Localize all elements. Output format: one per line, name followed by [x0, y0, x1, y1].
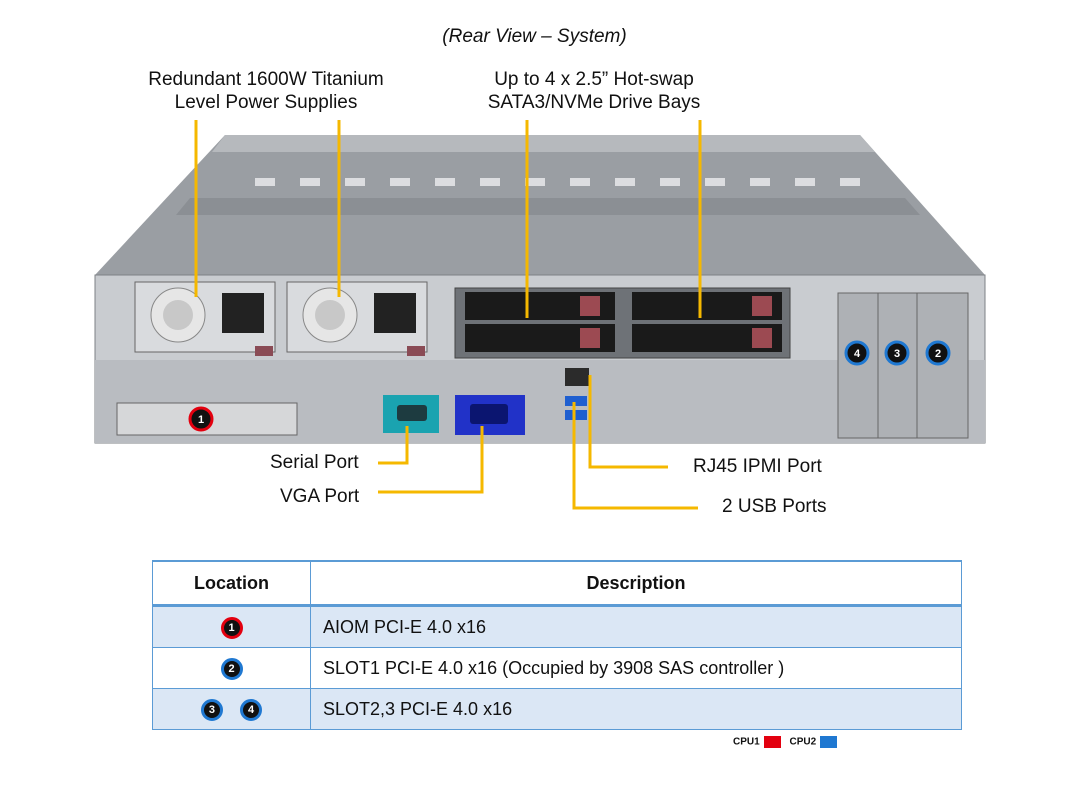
vga-port-label: VGA Port: [280, 486, 360, 507]
badge-slot-4-text: 4: [854, 348, 861, 360]
description-cell: AIOM PCI-E 4.0 x16: [310, 605, 962, 648]
cpu-legend: CPU1 CPU2: [733, 736, 843, 748]
description-cell: SLOT1 PCI-E 4.0 x16 (Occupied by 3908 SA…: [310, 647, 962, 689]
badge-slot-2: [925, 340, 951, 366]
legend-cpu2-label: CPU2: [789, 736, 817, 748]
callout-lines: [194, 120, 702, 510]
page-title: (Rear View – System): [442, 26, 627, 47]
usb-port-1: [565, 396, 587, 406]
rj45-port: [565, 368, 589, 386]
usb-ports-label: 2 USB Ports: [722, 496, 827, 517]
badge-aiom-1-text: 1: [198, 414, 204, 426]
rj45-ipmi-port-label: RJ45 IPMI Port: [693, 456, 822, 477]
table-row: 1 AIOM PCI-E 4.0 x16: [152, 605, 962, 648]
top-vents: [255, 178, 860, 186]
description-cell: SLOT2,3 PCI-E 4.0 x16: [310, 688, 962, 730]
drive-callout-line2: SATA3/NVMe Drive Bays: [487, 92, 701, 113]
badge-3: 3: [200, 699, 223, 721]
legend-cpu2-swatch: [820, 736, 838, 748]
server-rear-illustration: 1 4 3 2: [94, 120, 986, 510]
location-header: Location: [152, 560, 311, 607]
badge-slot-3: [884, 340, 910, 366]
location-cell: 3 4: [152, 688, 311, 730]
description-header: Description: [310, 560, 962, 607]
pcie-slot-area: [837, 292, 969, 439]
slot-location-table: Location Description 1 AIOM PCI-E 4.0 x1…: [152, 560, 962, 730]
serial-port-label: Serial Port: [270, 452, 359, 473]
drive-bay-callout: Up to 4 x 2.5” Hot-swap SATA3/NVMe Drive…: [463, 68, 725, 114]
psu-callout-line2: Level Power Supplies: [174, 92, 358, 113]
badge-aiom-1: [188, 406, 214, 432]
psu-callout-line1: Redundant 1600W Titanium: [148, 69, 384, 90]
table-row: 3 4 SLOT2,3 PCI-E 4.0 x16: [152, 688, 962, 730]
legend-cpu1-label: CPU1: [733, 736, 760, 748]
location-cell: 1: [152, 605, 311, 648]
legend-cpu1-swatch: [763, 736, 781, 748]
badge-4: 4: [240, 699, 262, 721]
table-row: 2 SLOT1 PCI-E 4.0 x16 (Occupied by 3908 …: [152, 647, 962, 689]
drive-callout-line1: Up to 4 x 2.5” Hot-swap: [494, 69, 694, 90]
badge-slot-2-text: 2: [935, 348, 941, 360]
badge-1: 1: [220, 617, 243, 639]
location-cell: 2: [152, 647, 311, 689]
usb-port-2: [565, 410, 587, 420]
psu-callout: Redundant 1600W Titanium Level Power Sup…: [130, 68, 402, 114]
badge-slot-4: [844, 340, 870, 366]
badge-2: 2: [220, 658, 243, 680]
badge-slot-3-text: 3: [894, 348, 900, 360]
